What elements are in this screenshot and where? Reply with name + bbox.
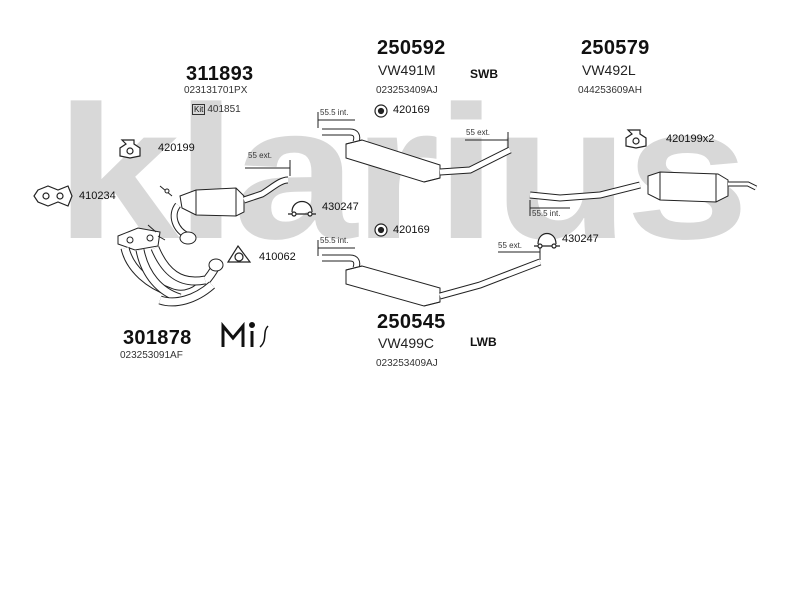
- catalyst-311893: [159, 176, 289, 245]
- middle-silencer-250592: [322, 128, 512, 183]
- kit-reference-401851: Kit 401851: [192, 104, 241, 115]
- gasket-icon: [33, 185, 73, 207]
- kit-ref-301878: 023253091AF: [120, 350, 183, 361]
- rubber-hanger-icon: [119, 139, 141, 159]
- fitting-code-430247: 430247: [322, 201, 359, 213]
- fitting-code-430247-rear: 430247: [562, 233, 599, 245]
- flange-gasket-icon: [226, 244, 252, 263]
- variant-lwb: LWB: [470, 335, 497, 349]
- rubber-ring-icon: [374, 223, 388, 237]
- kit-code-250579: 250579: [581, 37, 650, 59]
- kit-number: 401851: [207, 104, 241, 115]
- fitting-code-410062: 410062: [259, 251, 296, 263]
- kit-badge: Kit: [192, 104, 206, 115]
- kit-code-250545: 250545: [377, 311, 446, 333]
- dimension-markers: [245, 112, 570, 260]
- fitting-code-420169-top: 420169: [393, 104, 430, 116]
- clamp-icon: [534, 232, 560, 249]
- model-code-250579: VW492L: [582, 62, 636, 78]
- dimension-label: 55 ext.: [466, 128, 491, 137]
- rubber-ring-icon: [374, 104, 388, 118]
- front-pipe-301878: [117, 224, 224, 307]
- dimension-label: 55.5 int.: [320, 236, 349, 245]
- dimension-label: 55 ext.: [248, 151, 273, 160]
- dimension-label: 55.5 int.: [532, 209, 561, 218]
- fitting-code-420169-bottom: 420169: [393, 224, 430, 236]
- variant-swb: SWB: [470, 67, 498, 81]
- kit-code-311893: 311893: [186, 63, 254, 85]
- fitting-code-420199x2: 420199x2: [666, 133, 715, 145]
- model-code-250545: VW499C: [378, 335, 435, 351]
- dimension-label: 55 ext.: [498, 241, 523, 250]
- middle-silencer-250545: [322, 254, 542, 307]
- kit-ref-250545: 023253409AJ: [376, 358, 438, 369]
- kit-ref-250579: 044253609AH: [578, 85, 642, 96]
- kit-ref-250592: 023253409AJ: [376, 85, 438, 96]
- kit-ref-311893: 023131701PX: [184, 85, 248, 96]
- parts: [117, 112, 758, 307]
- kit-code-250592: 250592: [377, 37, 446, 59]
- fitting-code-410234: 410234: [79, 190, 116, 202]
- clamp-icon: [288, 200, 316, 217]
- dimension-label: 55.5 int.: [320, 108, 349, 117]
- rubber-hanger-icon: [625, 129, 647, 149]
- rear-silencer-250579: [529, 171, 758, 203]
- mi-symbol-icon: [221, 321, 269, 348]
- model-code-250592: VW491M: [378, 62, 436, 78]
- fitting-code-420199: 420199: [158, 142, 195, 154]
- kit-code-301878: 301878: [123, 327, 192, 349]
